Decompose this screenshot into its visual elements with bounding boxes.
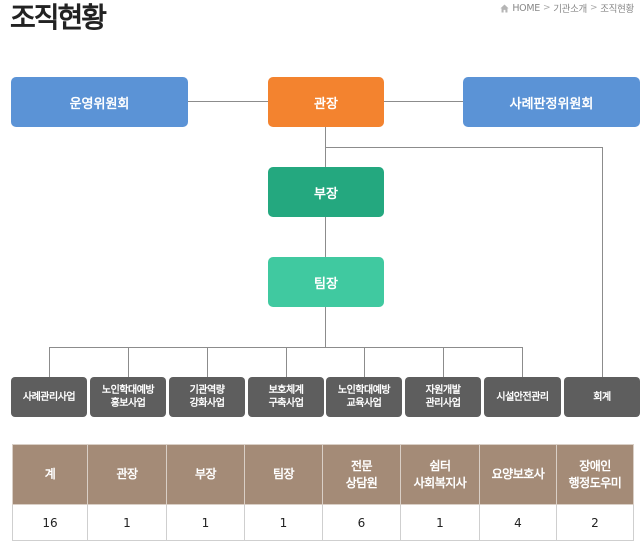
connector-line (207, 347, 208, 377)
connector-line (325, 307, 326, 347)
table-header-cell: 관장 (87, 444, 167, 505)
department-box-protection-system: 보호체계 구축사업 (248, 377, 324, 417)
connector-line (384, 101, 463, 102)
connector-line (286, 347, 287, 377)
connector-line (49, 347, 50, 377)
page-title: 조직현황 (10, 1, 107, 34)
department-box-case-management: 사례관리사업 (11, 377, 87, 417)
table-header-cell: 장애인 행정도우미 (556, 444, 634, 505)
table-cell: 1 (400, 504, 480, 541)
breadcrumb-about[interactable]: 기관소개 (553, 4, 587, 15)
department-box-abuse-prevention-pr: 노인학대예방 홍보사업 (90, 377, 166, 417)
deputy-director-box: 부장 (268, 167, 384, 217)
table-cell: 2 (556, 504, 634, 541)
breadcrumb: HOME > 기관소개 > 조직현황 (500, 1, 634, 15)
department-box-abuse-prevention-education: 노인학대예방 교육사업 (326, 377, 402, 417)
chevron-right-icon: > (589, 3, 598, 13)
connector-line (128, 347, 129, 377)
department-box-accounting: 회계 (564, 377, 640, 417)
team-lead-box: 팀장 (268, 257, 384, 307)
director-box: 관장 (268, 77, 384, 127)
operating-committee-box: 운영위원회 (11, 77, 188, 127)
table-cell: 1 (166, 504, 245, 541)
table-cell: 16 (12, 504, 88, 541)
table-cell: 1 (87, 504, 167, 541)
connector-line (325, 217, 326, 257)
breadcrumb-current: 조직현황 (600, 4, 634, 15)
table-header-cell: 팀장 (244, 444, 323, 505)
table-header-cell: 쉼터 사회복지사 (400, 444, 480, 505)
connector-line (325, 147, 602, 148)
table-cell: 6 (322, 504, 401, 541)
connector-line (602, 147, 603, 377)
table-cell: 4 (479, 504, 557, 541)
chevron-right-icon: > (542, 3, 551, 13)
home-icon (500, 3, 509, 13)
case-review-committee-box: 사례판정위원회 (463, 77, 640, 127)
table-header-cell: 요양보호사 (479, 444, 557, 505)
connector-line (188, 101, 268, 102)
connector-line (364, 347, 365, 377)
staff-count-table: 계 관장 부장 팀장 전문 상담원 쉼터 사회복지사 요양보호사 장애인 행정도… (12, 444, 634, 541)
connector-line (522, 347, 523, 377)
department-box-capacity-building: 기관역량 강화사업 (169, 377, 245, 417)
table-header-cell: 부장 (166, 444, 245, 505)
department-box-facility-safety: 시설안전관리 (484, 377, 561, 417)
table-row: 16 1 1 1 6 1 4 2 (12, 504, 634, 541)
table-header-cell: 계 (12, 444, 88, 505)
table-cell: 1 (244, 504, 323, 541)
table-header-cell: 전문 상담원 (322, 444, 401, 505)
breadcrumb-home[interactable]: HOME (512, 2, 540, 14)
table-header-row: 계 관장 부장 팀장 전문 상담원 쉼터 사회복지사 요양보호사 장애인 행정도… (12, 444, 634, 505)
department-box-resource-development: 자원개발 관리사업 (405, 377, 481, 417)
connector-line (443, 347, 444, 377)
